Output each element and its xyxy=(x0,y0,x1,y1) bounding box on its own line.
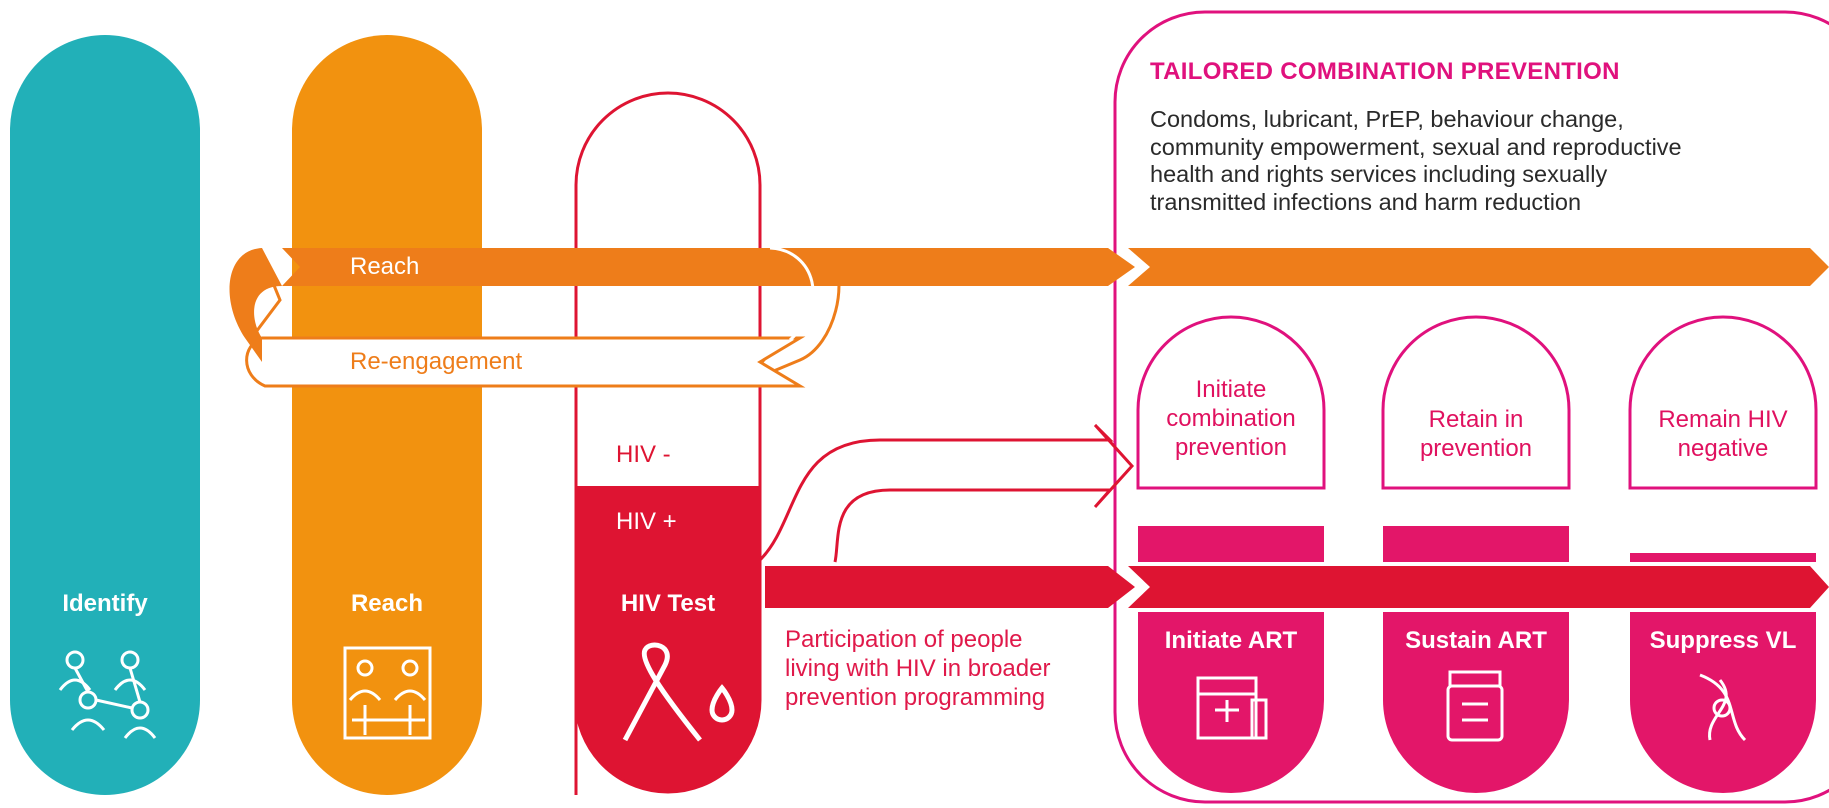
arch-line: Initiate xyxy=(1195,376,1267,403)
reach-pillar xyxy=(292,35,482,795)
community-outreach-icon xyxy=(343,646,432,740)
participation-line: Participation of people xyxy=(785,626,1023,653)
reach-arrow-label: Reach xyxy=(350,253,420,280)
sustain-art-label: Sustain ART xyxy=(1405,627,1547,654)
pharmacy-icon xyxy=(1196,676,1268,740)
reach-arrow xyxy=(282,248,1135,286)
hiv-test-pillar-outline xyxy=(574,91,762,795)
hiv-positive-label: HIV + xyxy=(616,508,677,535)
initiate-combination-prevention-label: Initiate combination prevention xyxy=(1138,376,1324,462)
red-ribbon-blood-drop-icon xyxy=(622,642,735,742)
re-engagement-band xyxy=(245,336,806,388)
initiate-art-pill xyxy=(1138,612,1324,793)
reach-arrow-extension xyxy=(1128,248,1829,286)
description-line: Condoms, lubricant, PrEP, behaviour chan… xyxy=(1150,106,1624,132)
medication-bottle-icon xyxy=(1446,670,1504,742)
virus-icon xyxy=(1699,673,1747,742)
prevention-box-title: TAILORED COMBINATION PREVENTION xyxy=(1150,58,1620,85)
remain-hiv-negative-label: Remain HIV negative xyxy=(1630,406,1816,464)
treatment-arrow-extension xyxy=(1128,566,1829,608)
sustain-art-top xyxy=(1383,526,1569,562)
arch-line: Retain in xyxy=(1428,406,1524,433)
hiv-negative-link xyxy=(758,423,1135,563)
arch-initiate-combination-prevention xyxy=(1136,315,1326,490)
arch-line: combination xyxy=(1166,404,1296,432)
identify-label: Identify xyxy=(62,590,148,617)
treatment-arrow xyxy=(765,566,1135,608)
arch-line: prevention xyxy=(1419,434,1533,462)
participation-line: living with HIV in broader xyxy=(785,654,1051,682)
hiv-negative-label: HIV - xyxy=(616,441,671,468)
description-line: health and rights services including sex… xyxy=(1150,161,1608,188)
description-line: community empowerment, sexual and reprod… xyxy=(1150,133,1682,160)
description-line: transmitted infections and harm reductio… xyxy=(1150,189,1582,216)
hiv-test-label: HIV Test xyxy=(620,590,716,617)
identify-pillar xyxy=(10,35,200,795)
reach-pillar-label: Reach xyxy=(350,590,424,617)
prevention-box-description: Condoms, lubricant, PrEP, behaviour chan… xyxy=(1150,106,1829,217)
arch-line: Remain HIV xyxy=(1658,406,1788,433)
prevention-box-outline xyxy=(1113,10,1829,804)
reach-arrow-loop xyxy=(229,248,282,362)
participation-line: prevention programming xyxy=(785,683,1046,711)
suppress-vl-label: Suppress VL xyxy=(1649,627,1797,654)
arch-remain-hiv-negative xyxy=(1628,315,1818,490)
initiate-art-top xyxy=(1138,526,1324,562)
people-network-icon xyxy=(58,650,157,739)
arch-retain-in-prevention xyxy=(1381,315,1571,490)
suppress-vl-top xyxy=(1630,553,1816,562)
arch-line: negative xyxy=(1677,434,1769,462)
initiate-art-label: Initiate ART xyxy=(1164,627,1298,654)
arch-line: prevention xyxy=(1174,433,1288,461)
re-engagement-label: Re-engagement xyxy=(350,348,523,375)
retain-in-prevention-label: Retain in prevention xyxy=(1383,406,1569,464)
plhiv-participation-text: Participation of people living with HIV … xyxy=(785,626,1105,712)
